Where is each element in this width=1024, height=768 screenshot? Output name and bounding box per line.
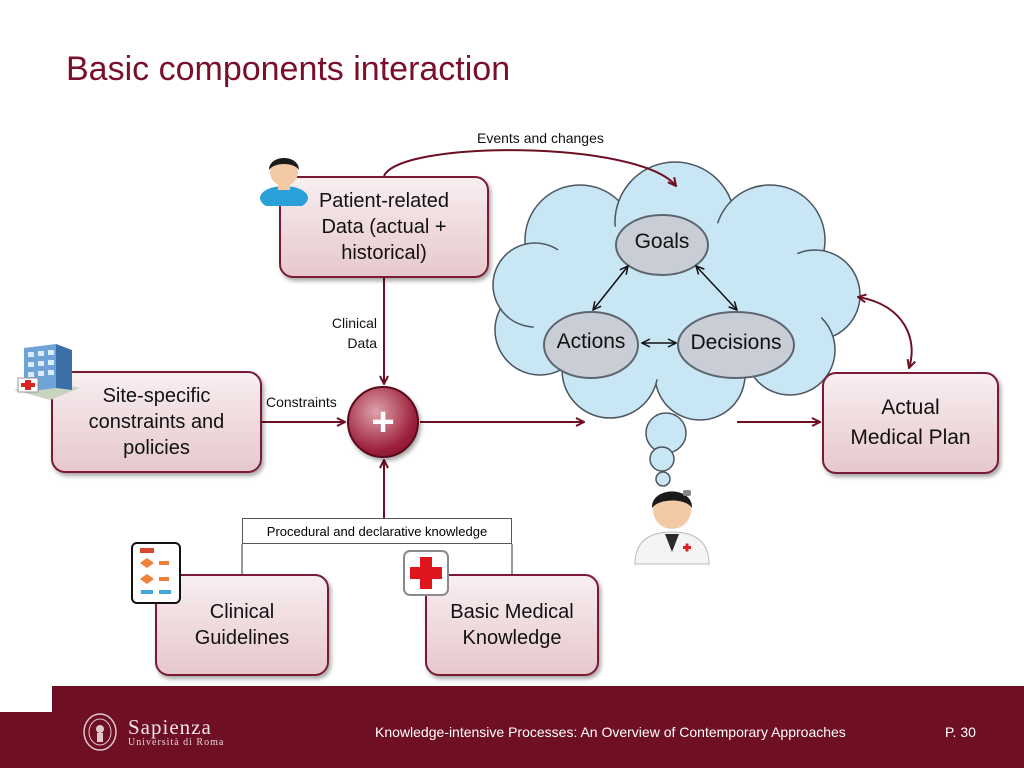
combine-node: + <box>347 386 419 458</box>
plan-cloud-feedback-arrow <box>858 297 912 368</box>
site-constraints-box: Site-specific constraints and policies <box>51 371 262 473</box>
knowledge-label-box: Procedural and declarative knowledge <box>242 518 512 544</box>
footer-bar <box>0 686 1024 768</box>
goals-node <box>615 214 709 276</box>
patient-icon <box>260 158 308 206</box>
clinical-data-label-2: Data <box>347 335 377 351</box>
goals-label: Goals <box>634 230 690 253</box>
site-constraints-label: Site-specific constraints and policies <box>88 385 225 459</box>
events-arrow <box>383 149 676 186</box>
decisions-node <box>677 311 795 379</box>
patient-data-label: Patient-related Data (actual + historica… <box>318 190 450 264</box>
plus-icon: + <box>371 399 395 444</box>
actions-node <box>543 311 639 379</box>
goals-actions-arrow <box>593 266 628 310</box>
actions-label: Actions <box>556 330 626 353</box>
university-name: Sapienza <box>128 715 212 739</box>
goals-decisions-arrow <box>696 266 737 310</box>
page-number: P. 30 <box>945 724 976 740</box>
actual-medical-plan-box: Actual Medical Plan <box>822 372 999 474</box>
events-label: Events and changes <box>477 130 604 146</box>
basic-medical-knowledge-box: Basic Medical Knowledge <box>425 574 599 676</box>
footer-notch <box>0 686 52 712</box>
clinical-data-label-1: Clinical <box>331 315 377 331</box>
clinical-guidelines-label: Clinical Guidelines <box>194 601 290 649</box>
constraints-label: Constraints <box>266 394 337 410</box>
thought-cloud <box>492 161 861 487</box>
patient-data-box: Patient-related Data (actual + historica… <box>279 176 489 278</box>
slide-title: Basic components interaction <box>66 50 511 88</box>
basic-medical-knowledge-label: Basic Medical Knowledge <box>450 601 574 649</box>
university-seal-icon <box>83 713 117 751</box>
decisions-label: Decisions <box>690 331 782 354</box>
knowledge-label: Procedural and declarative knowledge <box>266 523 488 539</box>
presentation-title: Knowledge-intensive Processes: An Overvi… <box>375 724 846 740</box>
hospital-icon <box>14 344 80 400</box>
university-subtitle: Università di Roma <box>128 737 225 748</box>
clinical-guidelines-box: Clinical Guidelines <box>155 574 329 676</box>
actual-medical-plan-label: Actual Medical Plan <box>850 396 971 449</box>
doctor-icon <box>634 490 710 565</box>
red-cross-icon <box>403 550 449 596</box>
flowchart-icon <box>131 542 181 604</box>
